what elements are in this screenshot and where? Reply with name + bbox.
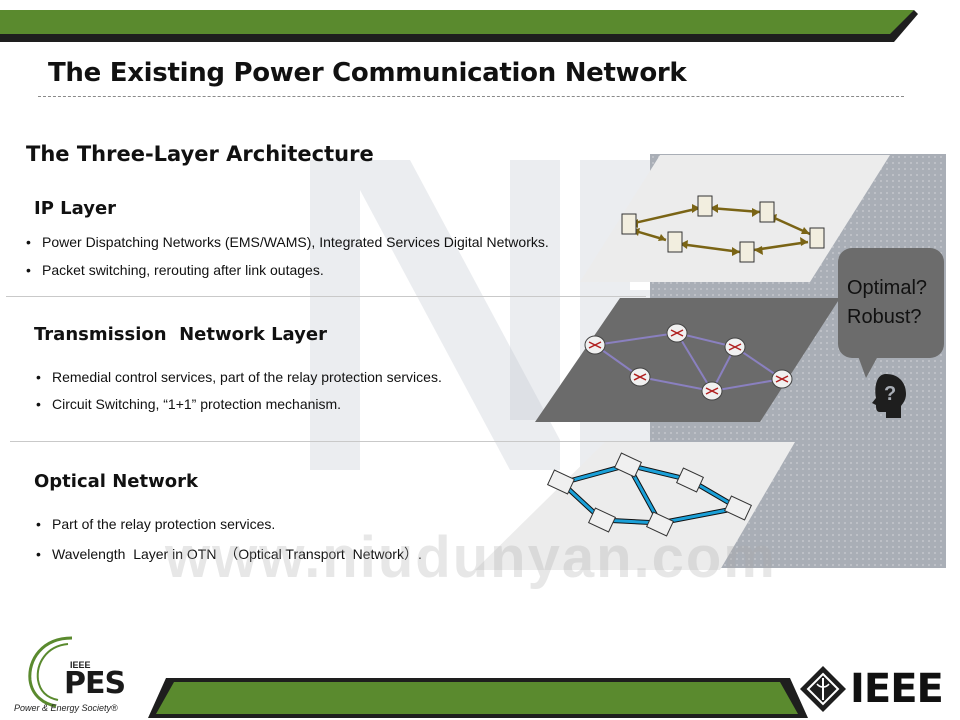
server-icon [697, 195, 713, 217]
optical-node-icon [546, 469, 576, 495]
layer-diagram [475, 155, 890, 570]
separator-1 [6, 296, 646, 297]
optical-node-icon [587, 507, 617, 533]
thinking-head-icon: ? [872, 374, 906, 418]
optical-layer-heading: Optical Network [34, 471, 198, 492]
ip-layer-heading: IP Layer [34, 198, 117, 219]
optical-bullet-1: Part of the relay protection services. [36, 516, 275, 532]
title-divider [38, 96, 904, 97]
server-icon [739, 241, 755, 263]
top-banner [0, 10, 918, 42]
optical-bullet-2: Wavelength Layer in OTN （Optical Transpo… [36, 544, 422, 564]
server-icon [809, 227, 825, 249]
watermark-text: www.niudunyan.com [165, 525, 777, 590]
server-icon [621, 213, 637, 235]
transmission-plane [535, 298, 840, 422]
pes-logo-text: PES [64, 666, 126, 701]
ieee-diamond-icon [800, 666, 846, 712]
server-icon [667, 231, 683, 253]
pes-logo-arc-icon [28, 636, 73, 708]
bubble-line-optimal: Optimal? [847, 277, 928, 299]
optical-plane [475, 442, 795, 570]
bubble-text: Optimal? Robust? [847, 274, 927, 332]
routers [584, 323, 793, 401]
ip-plane [580, 155, 890, 282]
separator-2 [10, 441, 650, 442]
ip-bullet-1: Power Dispatching Networks (EMS/WAMS), I… [26, 234, 549, 250]
transmission-bullet-2: Circuit Switching, “1+1” protection mech… [36, 396, 341, 412]
transmission-bullet-1: Remedial control services, part of the r… [36, 369, 442, 385]
pes-logo-tagline: Power & Energy Society® [14, 703, 118, 713]
transmission-layer-heading: Transmission Network Layer [34, 324, 327, 345]
optical-node-icon [723, 495, 753, 521]
optical-node-icon [645, 511, 675, 537]
ieee-logo-text: IEEE [850, 666, 944, 712]
optical-node-icon [613, 452, 643, 478]
svg-text:?: ? [884, 383, 896, 405]
speech-bubble [838, 248, 944, 378]
ip-bullet-2: Packet switching, rerouting after link o… [26, 262, 324, 278]
bubble-line-robust: Robust? [847, 306, 922, 328]
optical-nodes [546, 452, 753, 537]
bottom-banner [148, 678, 808, 718]
slide-title: The Existing Power Communication Network [48, 58, 687, 88]
server-icon [759, 201, 775, 223]
optical-node-icon [675, 467, 705, 493]
ip-servers [621, 195, 825, 263]
architecture-heading: The Three-Layer Architecture [26, 142, 374, 166]
pes-logo-ieee: IEEE [70, 660, 91, 670]
